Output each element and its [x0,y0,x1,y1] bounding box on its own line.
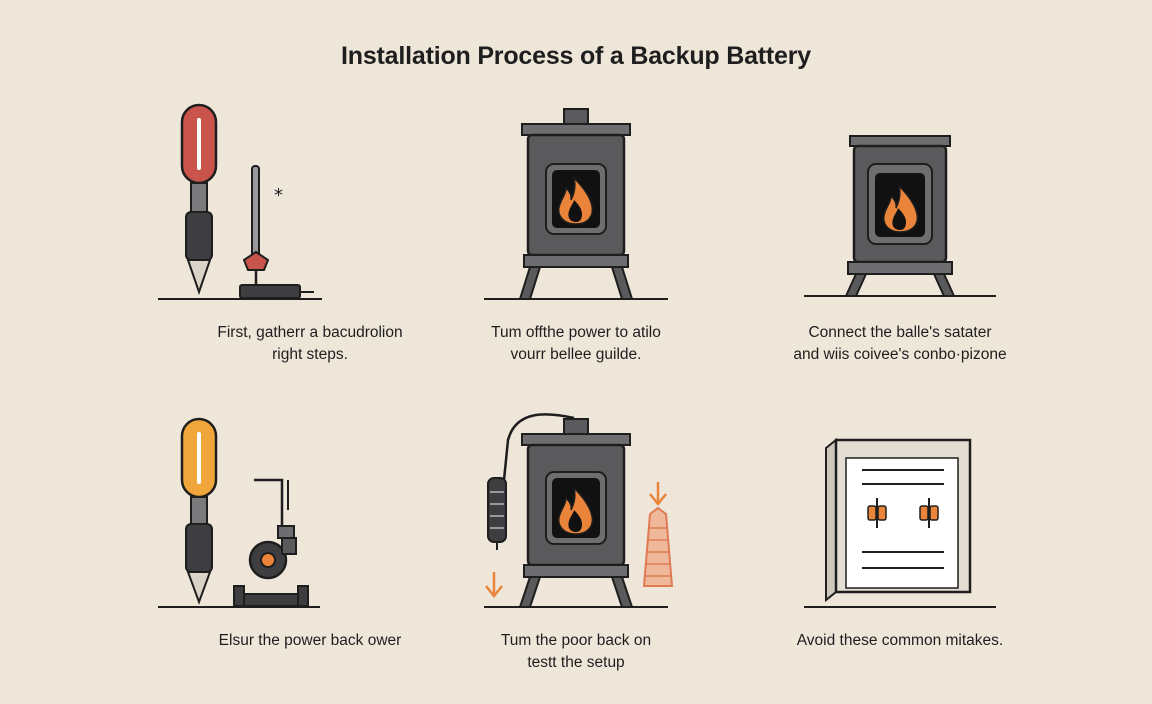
step-1-line-1: First, gatherr a bacudrolion [217,324,403,341]
screwdriver-and-gear-icon [158,417,320,608]
step-5: Tum the poor back on testt the setup [416,410,736,680]
step-6-line-1: Avoid these common mitakes. [796,632,1004,649]
stove-with-battery-icon [484,413,674,608]
step-1-line-2: right steps. [272,346,348,363]
step-6-caption: Avoid these common mitakes. [740,630,1060,652]
stove-icon [804,135,996,297]
step-2-caption: Tum offthe power to atilo vourr bellee g… [416,322,736,366]
step-3-line-2: and wiis coivee's conbo·pizone [793,346,1007,363]
step-2-line-1: Tum offthe power to atilo [491,324,661,341]
step-4-caption: Elsur the power back ower [150,630,470,652]
step-4: Elsur the power back ower [150,410,470,680]
svg-text:*: * [274,185,283,206]
fuse-icon [867,498,887,528]
step-2-line-2: vourr bellee guilde. [510,346,642,363]
panel-icon [804,437,996,608]
step-5-caption: Tum the poor back on testt the setup [416,630,736,674]
stove-icon [484,108,668,300]
step-5-line-2: testt the setup [527,654,625,671]
step-5-line-1: Tum the poor back on [500,632,652,649]
step-3-line-1: Connect the balle's satater [808,324,992,341]
step-1: * First, gatherr a bacudrolion right ste… [150,100,470,370]
step-1-caption: First, gatherr a bacudrolion right steps… [150,322,470,366]
step-3: Connect the balle's satater and wiis coi… [740,100,1060,370]
fuse-icon [919,498,939,528]
step-6: Avoid these common mitakes. [740,410,1060,680]
page-title: Installation Process of a Backup Battery [341,42,811,70]
screwdriver-and-tool-icon: * [158,103,322,300]
step-3-caption: Connect the balle's satater and wiis coi… [740,322,1060,366]
step-2: Tum offthe power to atilo vourr bellee g… [416,100,736,370]
step-4-line-1: Elsur the power back ower [218,632,402,649]
